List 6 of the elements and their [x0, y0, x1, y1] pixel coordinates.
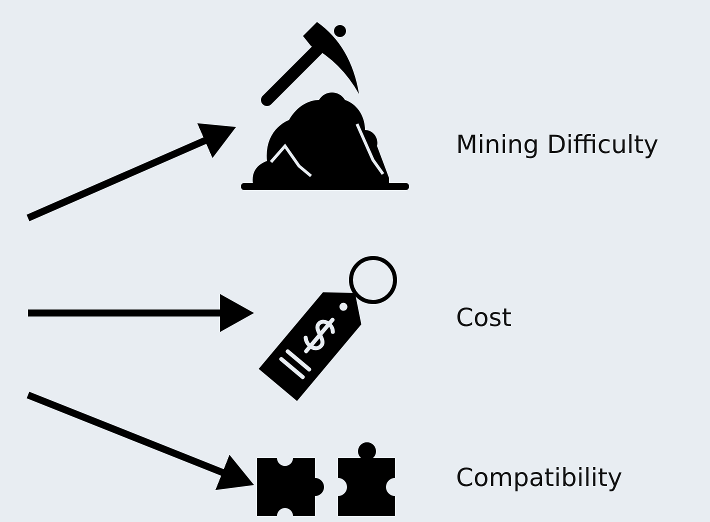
arrow	[28, 294, 254, 332]
arrow	[26, 123, 238, 222]
caption-text: Compatibility	[456, 462, 622, 494]
caption-text: Mining Difficulty	[456, 129, 658, 161]
arrow	[26, 392, 256, 490]
caption-text: Cost	[456, 302, 512, 334]
